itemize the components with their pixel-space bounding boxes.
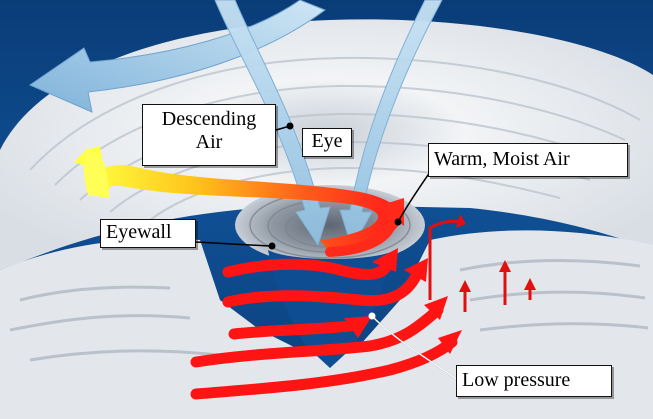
- leader-dots: [268, 122, 402, 250]
- eyewall-flow-arrow: [325, 210, 398, 257]
- eyewall-label: Eyewall: [100, 219, 196, 248]
- outflow-arrow: [74, 146, 401, 252]
- low-pressure-leader: [371, 315, 459, 381]
- inflow-arrow: [344, 248, 462, 354]
- descending-air-label-line2: Air: [195, 131, 223, 153]
- descending-air-arrow: [28, 0, 327, 113]
- descending-air-label-line1: Descending: [161, 108, 257, 130]
- low-pressure-label: Low pressure: [456, 365, 612, 397]
- descending-air-arrow: [214, 0, 443, 250]
- warm-moist-air-label-text: Warm, Moist Air: [434, 148, 570, 170]
- low-pressure-label-text: Low pressure: [462, 369, 571, 391]
- rising-air-arrow: [428, 219, 532, 312]
- descending-air-label: Descending Air: [142, 104, 276, 166]
- warm-moist-air-label: Warm, Moist Air: [428, 143, 628, 177]
- rising-air-arrow: [456, 214, 536, 292]
- eye-label-text: Eye: [311, 130, 343, 152]
- eye-label: Eye: [302, 128, 352, 157]
- inflow-arrow: [190, 256, 458, 400]
- eyewall-label-text: Eyewall: [106, 221, 172, 243]
